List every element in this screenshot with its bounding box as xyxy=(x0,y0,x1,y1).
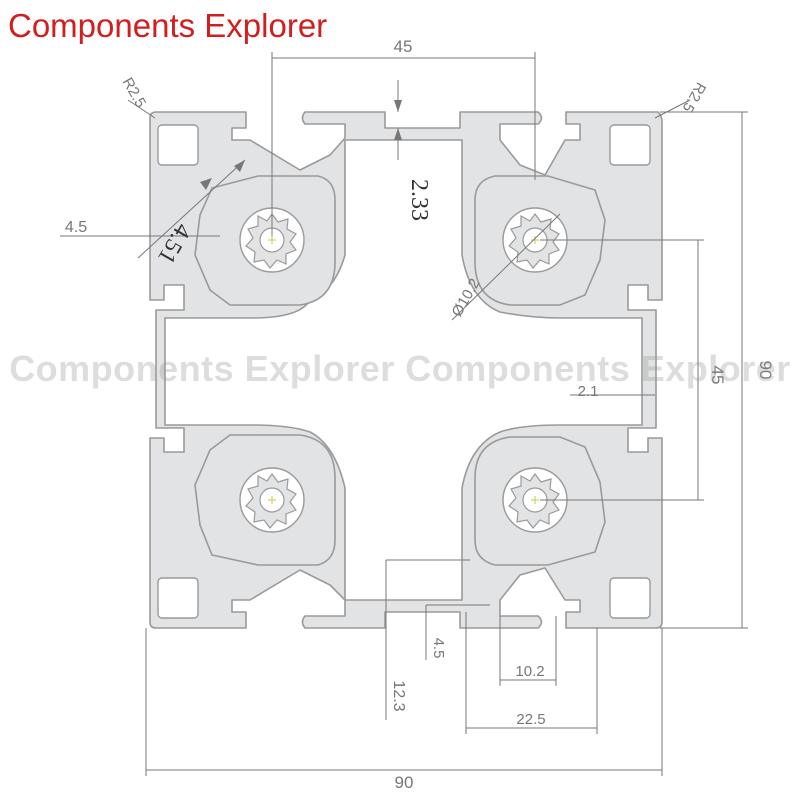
brand-title: Components Explorer xyxy=(8,7,328,44)
dim-slot-width-outer: 22.5 xyxy=(516,711,545,728)
dim-slot-width-inner: 10.2 xyxy=(515,663,544,680)
dim-slot-wall: 4.5 xyxy=(65,219,87,236)
dim-overall-height: 90 xyxy=(756,361,775,380)
dim-corner-radius-right: R2.5 xyxy=(679,79,710,115)
dim-slot-depth: 2.33 xyxy=(406,179,432,221)
dim-slot-height: 12.3 xyxy=(390,680,407,711)
dimension-lines xyxy=(60,52,748,776)
dim-web-thickness: 2.1 xyxy=(578,383,599,400)
dim-center-spacing-right: 45 xyxy=(708,366,727,385)
dim-overall-width: 90 xyxy=(395,773,414,792)
dimension-arrows xyxy=(200,100,402,190)
dim-center-spacing-top: 45 xyxy=(394,37,413,56)
center-marks xyxy=(268,236,539,504)
dim-corner-radius-left: R2.5 xyxy=(119,75,150,111)
corner-pockets xyxy=(157,124,651,619)
dim-slot-lip: 4.5 xyxy=(430,638,447,659)
